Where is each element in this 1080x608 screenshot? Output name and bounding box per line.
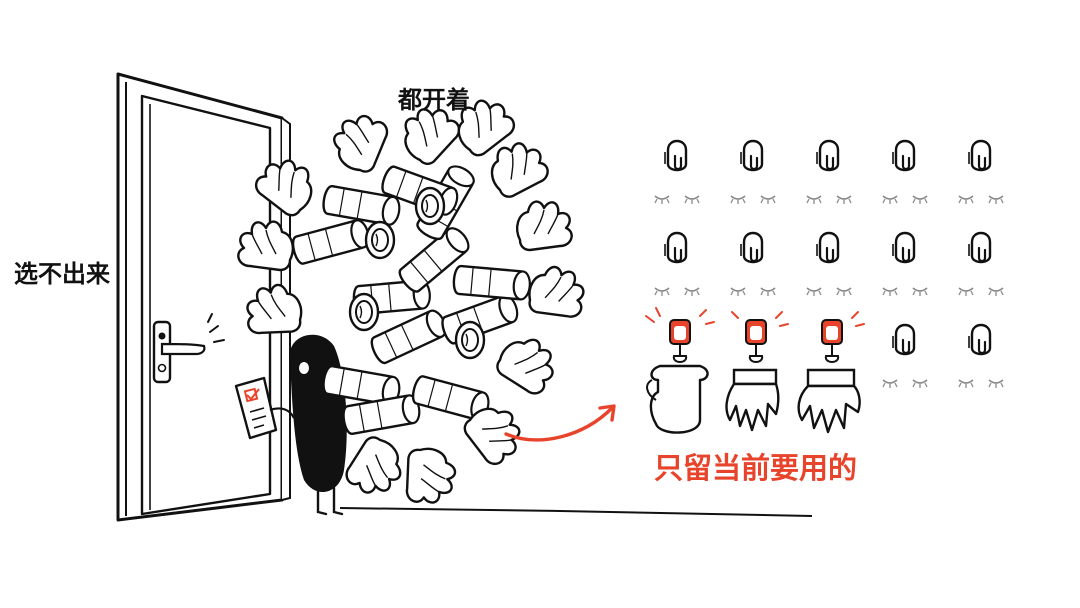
hook-grid [654,139,1004,389]
hook-icon [806,231,852,297]
glove-with-tab-1 [725,311,789,432]
label-cannot-choose: 选不出来 [14,260,110,288]
hook-icon [958,231,1004,297]
mitten-with-tab [645,307,715,434]
glove-with-tab-2 [797,311,865,434]
checklist-card-icon [234,376,295,440]
curved-arrow-icon [504,404,616,442]
label-all-open: 都开着 [398,86,470,114]
floor-line [339,507,813,517]
label-keep-only-needed: 只留当前要用的 [654,451,858,485]
hook-icon [730,139,776,205]
hook-icon [882,323,928,389]
hook-icon [958,323,1004,389]
hook-icon [654,231,700,297]
hook-icon [730,231,776,297]
hook-icon [882,139,928,205]
hook-icon [654,139,700,205]
character [289,334,347,516]
arm-bundle [237,89,592,509]
door [116,72,291,522]
hook-icon [806,139,852,205]
door-handle-icon [152,313,225,384]
hook-icon [882,231,928,297]
hook-icon [958,139,1004,205]
